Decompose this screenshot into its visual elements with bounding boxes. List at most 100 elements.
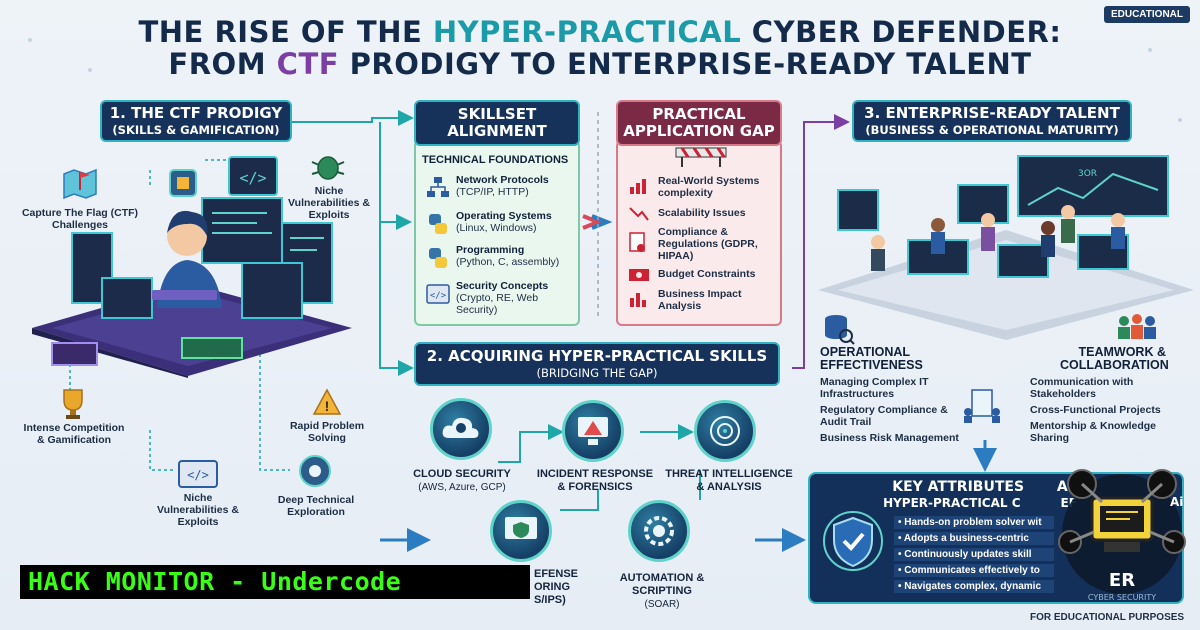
key-attributes-list: • Hands-on problem solver wit • Adopts a… xyxy=(894,516,1054,593)
chart-icon xyxy=(628,177,650,200)
ctf-prodigy-header: 1. THE CTF PRODIGY (SKILLS & GAMIFICATIO… xyxy=(100,100,292,142)
gap-title-2: APPLICATION GAP xyxy=(623,122,775,140)
skillset-title-1: SKILLSET xyxy=(457,105,537,123)
code-window-icon: </> xyxy=(228,156,278,201)
node-detail: (SOAR) xyxy=(644,599,680,610)
skill-detail: (Linux, Windows) xyxy=(456,222,537,234)
acquire-subtitle: (BRIDGING THE GAP) xyxy=(536,366,658,380)
skill-detail: (TCP/IP, HTTP) xyxy=(456,186,529,198)
python-icon xyxy=(426,246,450,275)
skill-title: Programming xyxy=(456,244,525,256)
node-detail: S/IPS) xyxy=(534,594,566,606)
threat-intelligence-caption: THREAT INTELLIGENCE & ANALYSIS xyxy=(664,468,794,494)
team-item: Communication with Stakeholders xyxy=(1030,376,1134,400)
puzzle-icon xyxy=(168,168,198,203)
key-item-text: Hands-on problem solver wit xyxy=(904,517,1042,528)
people-document-icon xyxy=(962,388,1002,429)
database-search-icon xyxy=(822,312,856,351)
key-title-1b: A xyxy=(1056,479,1068,495)
soc-office-illustration: 3OR xyxy=(818,150,1194,340)
trend-icon xyxy=(628,204,650,227)
brand-logo: Ai ER CYBER SECURITY xyxy=(1052,462,1192,608)
title-line-1: THE RISE OF THE HYPER-PRACTICAL CYBER DE… xyxy=(0,14,1200,50)
node-detail: SCRIPTING xyxy=(632,585,692,597)
title-line-2: FROM CTF PRODIGY TO ENTERPRISE-READY TAL… xyxy=(0,46,1200,82)
title-highlight: HYPER-PRACTICAL xyxy=(432,15,742,49)
teamwork-heading: TEAMWORK & COLLABORATION xyxy=(1060,346,1169,372)
title-text: PRODIGY TO ENTERPRISE-READY TALENT xyxy=(339,47,1032,81)
skill-item: Security Concepts(Crypto, RE, Web Securi… xyxy=(456,280,580,316)
key-title-1: KEY ATTRIBUTES xyxy=(892,479,1025,495)
skill-title: Security Concepts xyxy=(456,280,549,292)
incident-response-caption: INCIDENT RESPONSE & FORENSICS xyxy=(520,468,670,494)
ops-item: Managing Complex IT Infrastructures xyxy=(820,376,929,400)
node-name: CLOUD SECURITY xyxy=(413,468,511,480)
gap-item: Compliance & Regulations (GDPR, HIPAA) xyxy=(658,226,758,262)
skill-item: Programming(Python, C, assembly) xyxy=(456,244,580,268)
ops-list: Managing Complex IT Infrastructures Regu… xyxy=(820,376,960,444)
gap-item: Business Impact Analysis xyxy=(658,288,742,312)
bug-icon xyxy=(310,152,346,187)
key-title-2: HYPER-PRACTICAL C xyxy=(883,496,1021,510)
gap-item: Budget Constraints xyxy=(658,268,756,280)
operational-effectiveness-heading: OPERATIONAL EFFECTIVENESS xyxy=(820,346,923,372)
svg-text:</>: </> xyxy=(239,169,266,187)
ops-item: Regulatory Compliance & Audit Trail xyxy=(820,404,948,428)
title-text: FROM xyxy=(168,47,277,81)
node-name: EFENSE xyxy=(534,568,579,580)
key-item-text: Continuously updates skill xyxy=(904,549,1032,560)
key-item: • Continuously updates skill xyxy=(894,548,1054,561)
node-detail: & FORENSICS xyxy=(557,481,633,493)
team-title-2: COLLABORATION xyxy=(1060,358,1169,372)
skill-detail: (Crypto, RE, Web Security) xyxy=(456,292,539,316)
logo-tagline-text: CYBER SECURITY xyxy=(1088,593,1156,602)
skill-item: Operating Systems(Linux, Windows) xyxy=(456,210,580,234)
soc-screen-label: 3OR xyxy=(1078,169,1097,179)
warning-icon: ! xyxy=(312,388,342,421)
ctf-title: 1. THE CTF PRODIGY xyxy=(109,104,283,122)
deep-technical-label: Deep Technical Exploration xyxy=(277,494,355,518)
svg-text:!: ! xyxy=(325,398,330,414)
practical-gap-header: PRACTICAL APPLICATION GAP xyxy=(616,100,782,146)
node-name: INCIDENT RESPONSE xyxy=(536,468,654,480)
hacker-desk-icon xyxy=(32,197,352,378)
rapid-problem-solving-label: Rapid Problem Solving xyxy=(289,420,365,444)
acquire-title: 2. ACQUIRING HYPER-PRACTICAL SKILLS xyxy=(426,347,768,365)
node-name: AUTOMATION & xyxy=(619,572,705,584)
niche-vulnerabilities-bottom-label: Niche Vulnerabilities & Exploits xyxy=(157,492,239,528)
team-list: Communication with Stakeholders Cross-Fu… xyxy=(1030,376,1180,444)
enterprise-header: 3. ENTERPRISE-READY TALENT (BUSINESS & O… xyxy=(852,100,1132,142)
key-item: • Communicates effectively to xyxy=(894,564,1054,577)
code-window-small-icon: </> xyxy=(178,460,218,493)
key-item: • Navigates complex, dynamic xyxy=(894,580,1054,593)
skill-title: Network Protocols xyxy=(456,174,549,186)
logo-name-text: ER xyxy=(1109,570,1135,591)
title-highlight: CTF xyxy=(276,47,340,81)
gap-item: Real-World Systems complexity xyxy=(658,175,760,199)
robot-logo-icon: Ai ER CYBER SECURITY xyxy=(1058,469,1186,602)
cloud-security-icon xyxy=(430,398,492,460)
document-icon xyxy=(628,232,648,259)
ops-title-2: EFFECTIVENESS xyxy=(820,358,923,372)
gap-item: Scalability Issues xyxy=(658,207,746,219)
soc-room-icon: 3OR xyxy=(818,155,1194,340)
enterprise-subtitle: (BUSINESS & OPERATIONAL MATURITY) xyxy=(865,123,1119,137)
key-item-text: Communicates effectively to xyxy=(904,565,1040,576)
skill-item: Network Protocols(TCP/IP, HTTP) xyxy=(456,174,580,198)
trophy-icon xyxy=(56,386,90,425)
ops-title-1: OPERATIONAL xyxy=(820,345,911,359)
code-icon: </> xyxy=(426,284,450,309)
logo-ai-text: Ai xyxy=(1170,495,1183,509)
ctf-workstation-illustration xyxy=(12,178,364,378)
python-icon xyxy=(426,212,450,241)
title-text: THE RISE OF THE xyxy=(138,15,433,49)
key-item-text: Navigates complex, dynamic xyxy=(904,581,1042,592)
automation-gear-icon xyxy=(628,500,690,562)
educational-purposes-footer: FOR EDUCATIONAL PURPOSES xyxy=(1030,612,1185,623)
capture-the-flag-label: Capture The Flag (CTF) Challenges xyxy=(21,207,139,231)
node-detail: & ANALYSIS xyxy=(696,481,762,493)
team-item: Cross-Functional Projects xyxy=(1030,404,1161,416)
svg-text:</>: </> xyxy=(430,291,447,301)
